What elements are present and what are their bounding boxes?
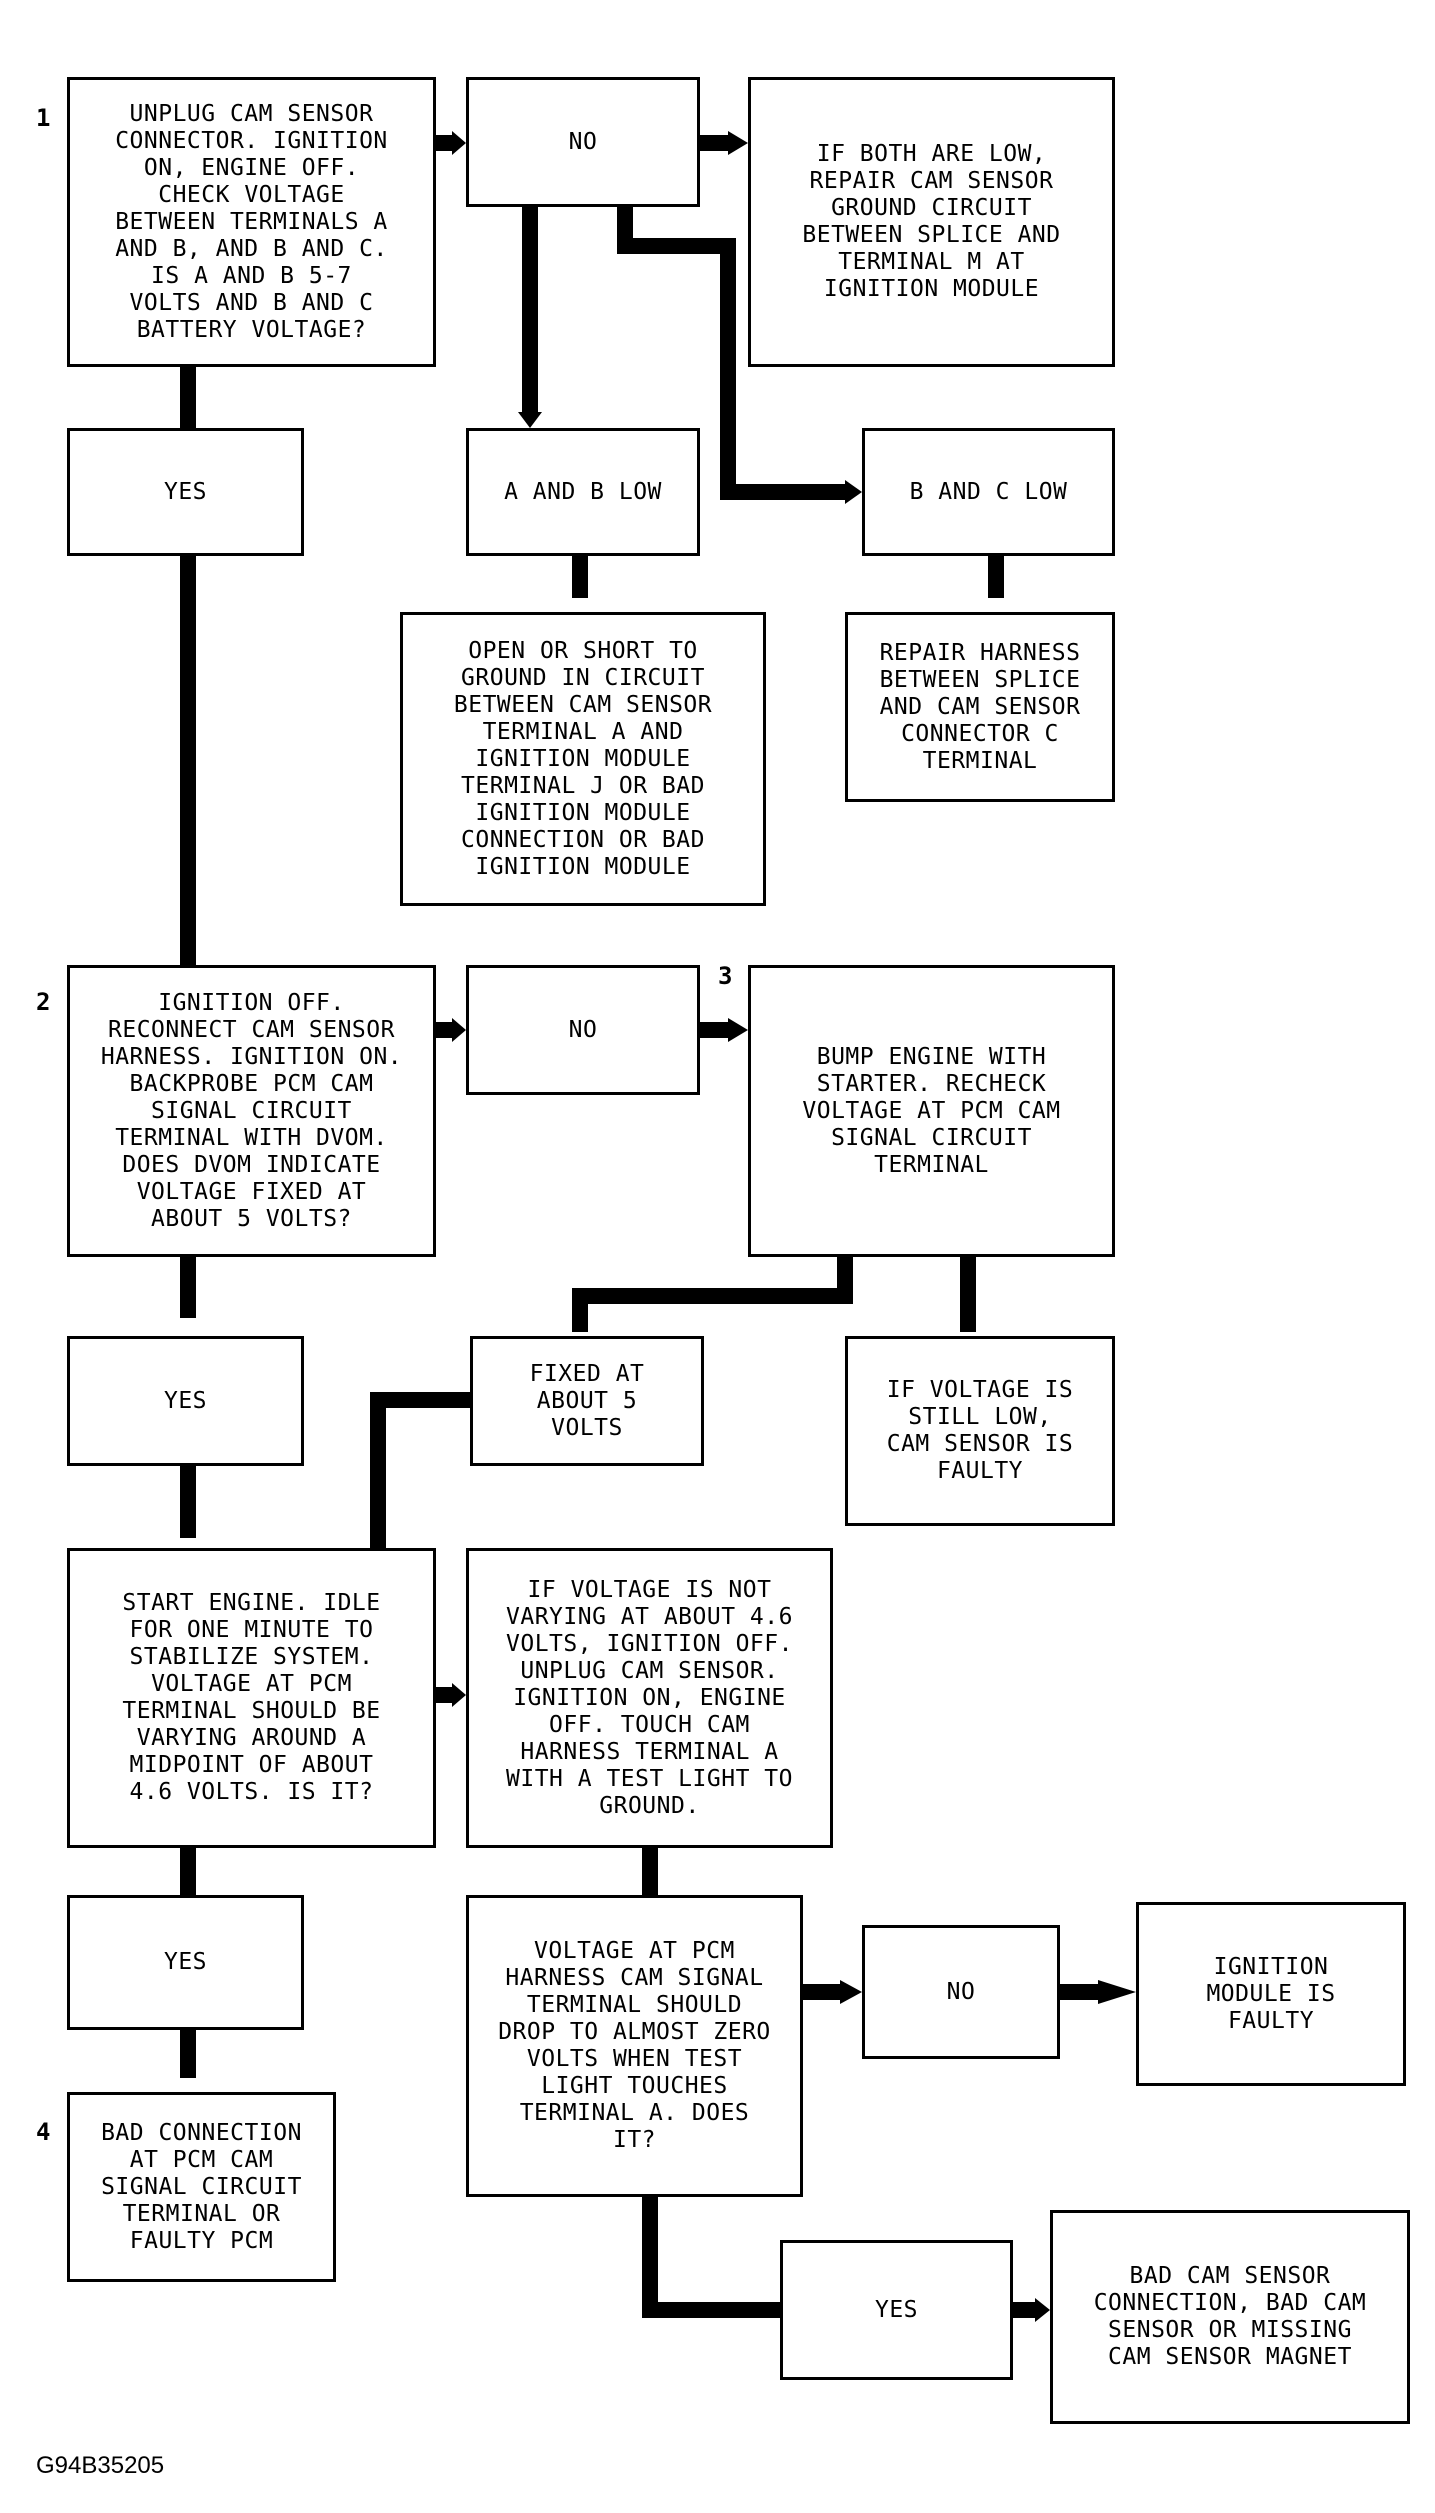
box-fixed-at-5-volts-text: FIXED AT ABOUT 5 VOLTS xyxy=(529,1360,645,1441)
box-ignition-off-reconnect: IGNITION OFF. RECONNECT CAM SENSOR HARNE… xyxy=(67,965,436,1257)
box-voltage-drop: VOLTAGE AT PCM HARNESS CAM SIGNAL TERMIN… xyxy=(466,1895,803,2197)
arrowhead-badcam xyxy=(1035,2298,1050,2322)
box-still-low: IF VOLTAGE IS STILL LOW, CAM SENSOR IS F… xyxy=(845,1336,1115,1526)
box-no-1: NO xyxy=(466,77,700,207)
box-yes-1-text: YES xyxy=(163,478,208,505)
box-fixed-at-5-volts: FIXED AT ABOUT 5 VOLTS xyxy=(470,1336,704,1466)
arrowhead-bothlow xyxy=(728,131,748,155)
line-drop-yes4 xyxy=(642,2197,780,2318)
box-voltage-drop-text: VOLTAGE AT PCM HARNESS CAM SIGNAL TERMIN… xyxy=(498,1938,771,2153)
box-open-or-short-text: OPEN OR SHORT TO GROUND IN CIRCUIT BETWE… xyxy=(453,637,713,880)
box-start-engine: START ENGINE. IDLE FOR ONE MINUTE TO STA… xyxy=(67,1548,436,1848)
box-still-low-text: IF VOLTAGE IS STILL LOW, CAM SENSOR IS F… xyxy=(886,1377,1074,1484)
box-bad-connection: BAD CONNECTION AT PCM CAM SIGNAL CIRCUIT… xyxy=(67,2092,336,2282)
box-bump-engine: BUMP ENGINE WITH STARTER. RECHECK VOLTAG… xyxy=(748,965,1115,1257)
box-check-voltage: UNPLUG CAM SENSOR CONNECTOR. IGNITION ON… xyxy=(67,77,436,367)
arrowhead-no2 xyxy=(452,1018,466,1042)
step-number-3: 3 xyxy=(718,962,733,990)
box-ignition-module-faulty-text: IGNITION MODULE IS FAULTY xyxy=(1206,1953,1336,2034)
line-fixed5-start xyxy=(370,1392,470,1548)
box-yes-1: YES xyxy=(67,428,304,556)
box-bad-cam-sensor: BAD CAM SENSOR CONNECTION, BAD CAM SENSO… xyxy=(1050,2210,1410,2424)
box-yes-2: YES xyxy=(67,1336,304,1466)
box-yes-4-text: YES xyxy=(874,2296,919,2323)
arrowhead-notvarying xyxy=(452,1683,466,1707)
box-bump-engine-text: BUMP ENGINE WITH STARTER. RECHECK VOLTAG… xyxy=(802,1043,1061,1178)
box-start-engine-text: START ENGINE. IDLE FOR ONE MINUTE TO STA… xyxy=(122,1590,381,1805)
box-yes-2-text: YES xyxy=(163,1387,208,1414)
arrowhead-bclow xyxy=(845,480,862,504)
box-yes-3: YES xyxy=(67,1895,304,2030)
box-both-low: IF BOTH ARE LOW, REPAIR CAM SENSOR GROUN… xyxy=(748,77,1115,367)
arrowhead-ignfaulty xyxy=(1098,1980,1136,2004)
box-no-2-text: NO xyxy=(568,1016,598,1043)
box-no-2: NO xyxy=(466,965,700,1095)
box-no-3-text: NO xyxy=(946,1978,976,2005)
arrowhead-no1 xyxy=(452,131,466,155)
box-ignition-off-reconnect-text: IGNITION OFF. RECONNECT CAM SENSOR HARNE… xyxy=(100,989,403,1232)
box-both-low-text: IF BOTH ARE LOW, REPAIR CAM SENSOR GROUN… xyxy=(802,141,1061,302)
box-b-and-c-low: B AND C LOW xyxy=(862,428,1115,556)
step-number-4: 4 xyxy=(36,2118,51,2146)
box-b-and-c-low-text: B AND C LOW xyxy=(909,478,1068,505)
box-bad-connection-text: BAD CONNECTION AT PCM CAM SIGNAL CIRCUIT… xyxy=(101,2119,302,2254)
arrowhead-no3 xyxy=(840,1980,862,2004)
box-yes-3-text: YES xyxy=(163,1949,208,1975)
box-no-3: NO xyxy=(862,1925,1060,2059)
box-a-and-b-low: A AND B LOW xyxy=(466,428,700,556)
box-repair-harness-text: REPAIR HARNESS BETWEEN SPLICE AND CAM SE… xyxy=(879,639,1081,774)
step-number-2: 2 xyxy=(36,988,51,1016)
figure-id: G94B35205 xyxy=(36,2452,165,2479)
arrowhead-ablow xyxy=(518,412,542,428)
box-ignition-module-faulty: IGNITION MODULE IS FAULTY xyxy=(1136,1902,1406,2086)
box-not-varying: IF VOLTAGE IS NOT VARYING AT ABOUT 4.6 V… xyxy=(466,1548,833,1848)
box-bad-cam-sensor-text: BAD CAM SENSOR CONNECTION, BAD CAM SENSO… xyxy=(1093,2263,1367,2370)
box-check-voltage-text: UNPLUG CAM SENSOR CONNECTOR. IGNITION ON… xyxy=(115,100,388,343)
arrowhead-bump xyxy=(728,1018,748,1042)
box-no-1-text: NO xyxy=(568,128,598,155)
box-a-and-b-low-text: A AND B LOW xyxy=(504,478,662,505)
step-number-1: 1 xyxy=(36,104,51,132)
line-no1-bclow xyxy=(617,206,845,500)
box-not-varying-text: IF VOLTAGE IS NOT VARYING AT ABOUT 4.6 V… xyxy=(506,1576,793,1819)
line-bump-fixed5 xyxy=(572,1256,853,1332)
box-yes-4: YES xyxy=(780,2240,1013,2380)
box-repair-harness: REPAIR HARNESS BETWEEN SPLICE AND CAM SE… xyxy=(845,612,1115,802)
box-open-or-short: OPEN OR SHORT TO GROUND IN CIRCUIT BETWE… xyxy=(400,612,766,906)
